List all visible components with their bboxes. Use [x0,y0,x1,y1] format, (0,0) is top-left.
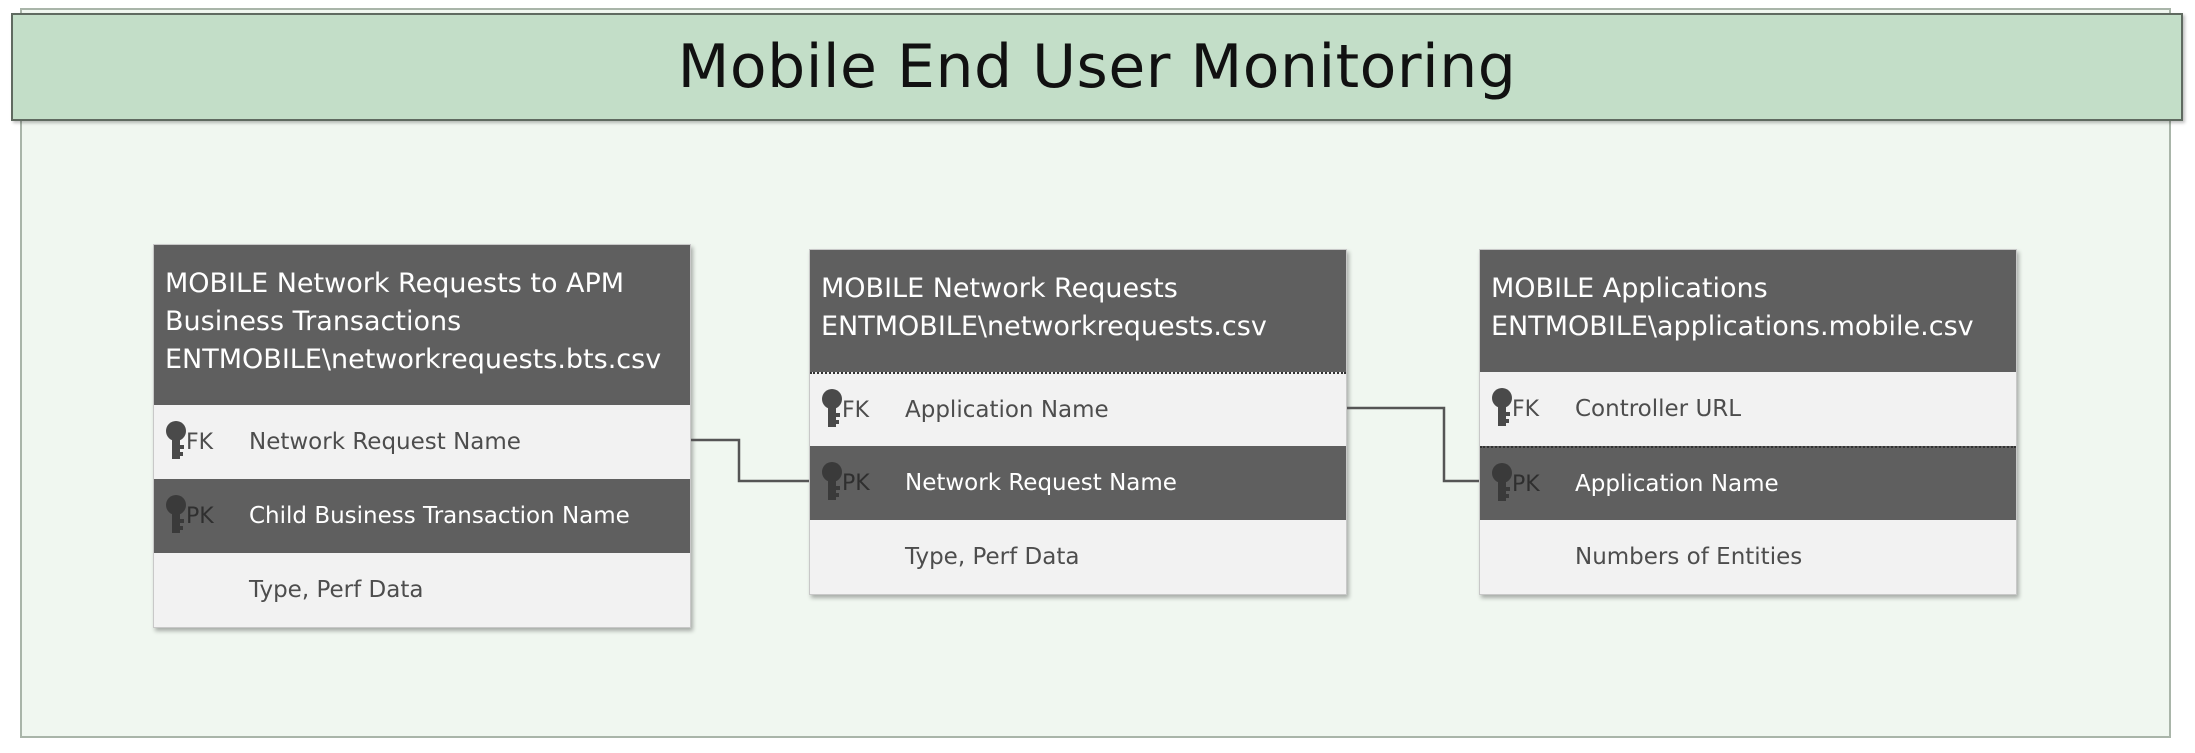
field-row-attributes[interactable]: Type, Perf Data [154,553,690,627]
key-type-label: PK [186,503,214,529]
key-icon [822,462,842,500]
field-row-fk[interactable]: FK Controller URL [1480,372,2016,446]
key-icon [822,389,842,427]
entity-source-file: ENTMOBILE\applications.mobile.csv [1491,311,1974,342]
key-icon [1492,463,1512,501]
field-name: Child Business Transaction Name [249,503,630,529]
field-name: Controller URL [1575,396,1742,422]
field-row-pk[interactable]: PK Child Business Transaction Name [154,479,690,553]
key-cell: FK [820,389,870,430]
field-row-fk[interactable]: FK Network Request Name [154,405,690,479]
entity-title-cont: Business Transactions [165,306,462,337]
entity-header: MOBILE Network Requests to APM Business … [154,245,690,405]
key-icon [1492,388,1512,426]
key-type-label: FK [842,397,870,423]
key-cell: FK [1490,388,1540,429]
field-row-attributes[interactable]: Type, Perf Data [810,520,1346,594]
key-type-label: PK [1512,471,1540,497]
entity-network-requests-bts[interactable]: MOBILE Network Requests to APM Business … [153,244,691,628]
entity-title: MOBILE Network Requests to APM [165,268,625,299]
key-icon [166,421,186,459]
entity-applications[interactable]: MOBILE Applications ENTMOBILE\applicatio… [1479,249,2017,595]
field-row-pk[interactable]: PK Network Request Name [810,446,1346,520]
entity-header: MOBILE Applications ENTMOBILE\applicatio… [1480,250,2016,372]
entity-source-file: ENTMOBILE\networkrequests.bts.csv [165,344,662,375]
field-name: Type, Perf Data [905,544,1080,570]
title-bar: Mobile End User Monitoring [11,13,2183,121]
entity-network-requests[interactable]: MOBILE Network Requests ENTMOBILE\networ… [809,249,1347,595]
field-row-attributes[interactable]: Numbers of Entities [1480,520,2016,594]
field-row-pk[interactable]: PK Application Name [1480,446,2016,520]
field-row-fk[interactable]: FK Application Name [810,372,1346,446]
entity-title: MOBILE Network Requests [821,273,1178,304]
field-name: Network Request Name [905,470,1177,496]
key-type-label: FK [186,429,214,455]
field-name: Network Request Name [249,429,521,455]
entity-source-file: ENTMOBILE\networkrequests.csv [821,311,1267,342]
field-name: Application Name [905,397,1109,423]
key-cell: PK [164,495,214,536]
key-cell: PK [1490,463,1540,504]
key-type-label: FK [1512,396,1540,422]
field-name: Type, Perf Data [249,577,424,603]
diagram-title: Mobile End User Monitoring [677,32,1517,102]
key-icon [166,495,186,533]
entity-title: MOBILE Applications [1491,273,1768,304]
field-name: Numbers of Entities [1575,544,1803,570]
key-type-label: PK [842,470,870,496]
key-cell: FK [164,421,214,462]
field-name: Application Name [1575,471,1779,497]
entity-header: MOBILE Network Requests ENTMOBILE\networ… [810,250,1346,372]
key-cell: PK [820,462,870,503]
